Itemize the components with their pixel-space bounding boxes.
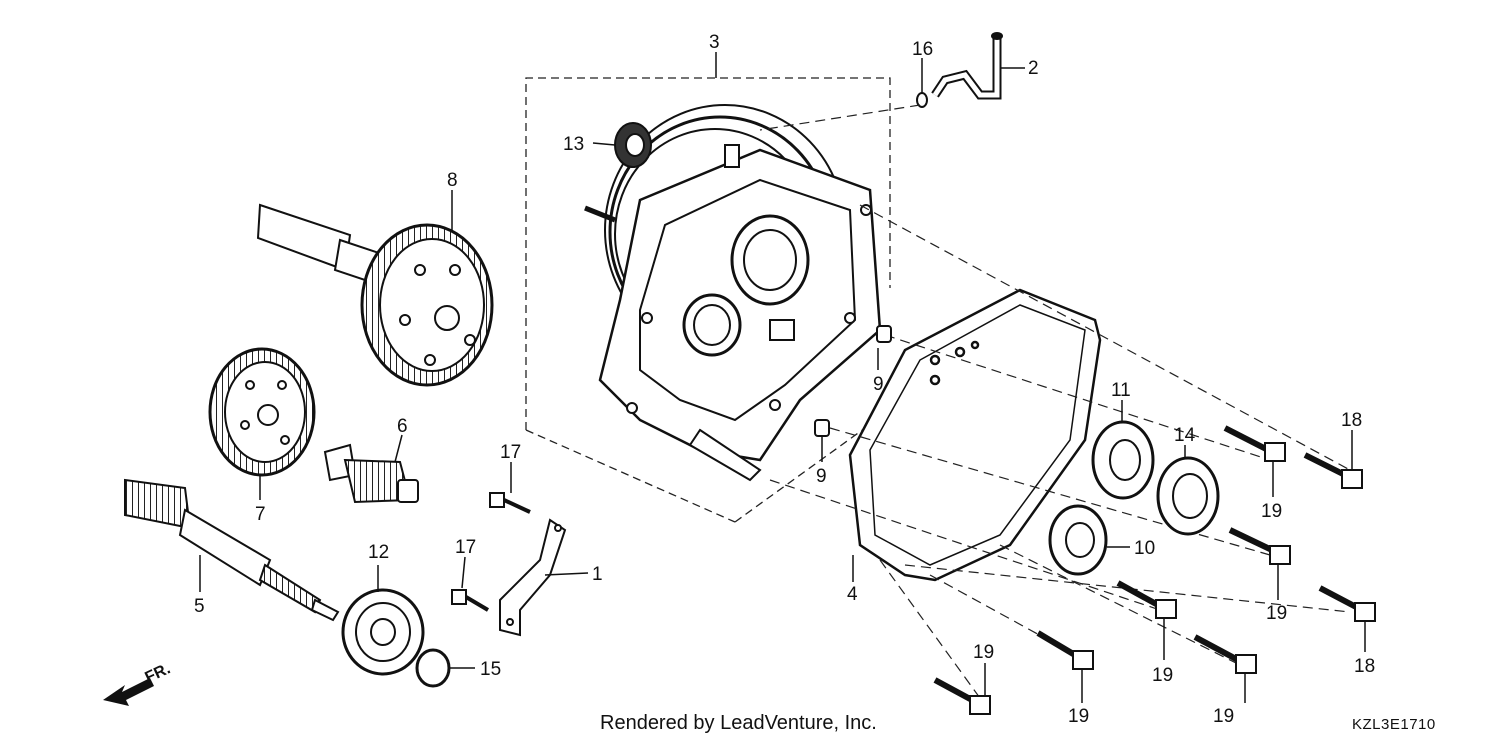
callout-16: 16 <box>912 39 933 60</box>
part-5-drive-shaft <box>124 478 340 622</box>
part-15-circlip <box>415 648 451 688</box>
callout-19a: 19 <box>1261 501 1282 522</box>
callout-4: 4 <box>847 584 858 605</box>
callout-10: 10 <box>1134 538 1155 559</box>
callout-11: 11 <box>1111 380 1131 401</box>
callout-19c: 19 <box>1152 665 1173 686</box>
callout-1: 1 <box>592 564 603 585</box>
callout-5: 5 <box>194 596 205 617</box>
part-1-bracket <box>499 518 567 637</box>
part-2-breather-tube <box>931 32 1003 100</box>
callout-9a: 9 <box>873 374 884 395</box>
callout-18b: 18 <box>1354 656 1375 677</box>
front-marker-label: FR. <box>143 660 174 686</box>
callout-19f: 19 <box>973 642 994 663</box>
callout-6: 6 <box>397 416 408 437</box>
callout-13: 13 <box>563 134 584 155</box>
transmission-case <box>584 104 882 482</box>
part-6-pinion <box>323 443 419 504</box>
part-7-gear <box>208 347 316 477</box>
callout-17a: 17 <box>500 442 521 463</box>
flange-bolts <box>933 425 1376 715</box>
render-credit: Rendered by LeadVenture, Inc. <box>600 712 877 734</box>
callout-8: 8 <box>447 170 458 191</box>
callout-19e: 19 <box>1068 706 1089 727</box>
part-10-bearing <box>1048 504 1108 576</box>
part-11-bearing <box>1091 420 1155 500</box>
callout-19d: 19 <box>1213 706 1234 727</box>
part-4-gasket <box>848 288 1102 582</box>
leader-lines <box>199 52 1366 703</box>
callout-7: 7 <box>255 504 266 525</box>
part-8-countershaft-gear <box>256 203 494 387</box>
part-14-bearing <box>1156 456 1220 536</box>
part-17-bolts <box>451 492 531 612</box>
front-direction-arrow: FR. <box>103 660 173 706</box>
part-12-bearing <box>341 588 425 676</box>
callout-15: 15 <box>480 659 501 680</box>
callout-3: 3 <box>709 32 720 53</box>
callout-12: 12 <box>368 542 389 563</box>
part-13-oil-seal <box>614 122 652 168</box>
part-9-dowel-pins <box>814 325 892 437</box>
callout-17b: 17 <box>455 537 476 558</box>
callout-2: 2 <box>1028 58 1039 79</box>
callout-18a: 18 <box>1341 410 1362 431</box>
callout-14: 14 <box>1174 425 1196 446</box>
callout-9b: 9 <box>816 466 827 487</box>
callout-19b: 19 <box>1266 603 1287 624</box>
callout-labels: 3 16 2 13 8 6 7 5 12 17 17 1 15 9 9 4 11… <box>194 32 1375 727</box>
diagram-code: KZL3E1710 <box>1352 716 1436 733</box>
